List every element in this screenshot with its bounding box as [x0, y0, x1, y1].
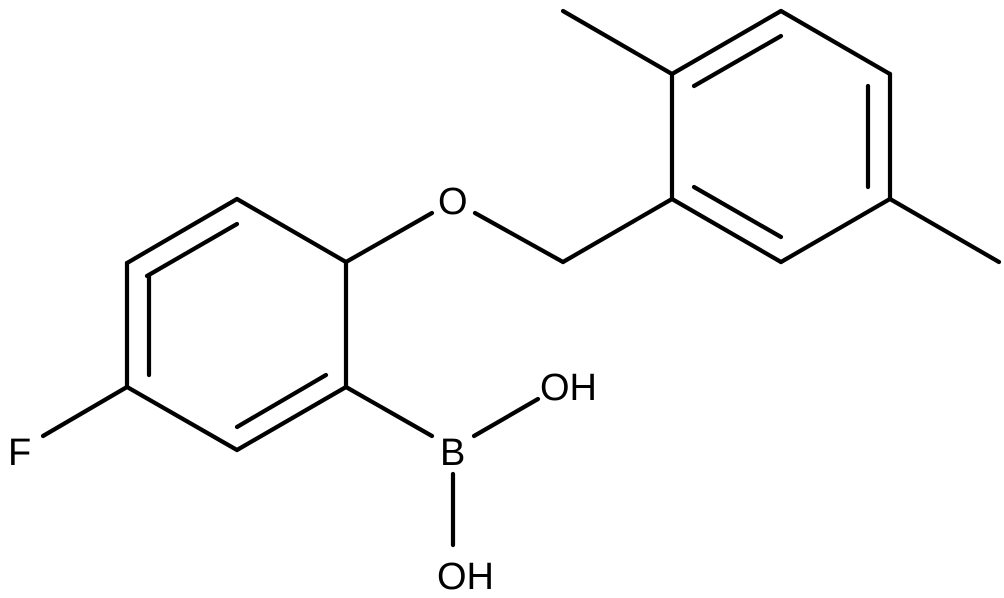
bond-r2-r3	[669, 8, 784, 77]
bond-b-oh-top	[471, 396, 541, 439]
bond-c4-c5-inner	[234, 372, 329, 430]
atom-label-hydroxyl-top: OH	[540, 367, 597, 409]
bond-c1-c2	[124, 196, 240, 266]
bond-r6-r1-inner	[691, 184, 784, 240]
bond-o-ch2	[472, 210, 566, 265]
atom-label-fluorine: F	[8, 432, 31, 474]
atom-label-boron: B	[440, 432, 465, 474]
bond-methyl-right	[887, 196, 1002, 265]
atom-label-hydroxyl-bottom: OH	[437, 556, 494, 598]
bond-methyl-top	[560, 8, 675, 77]
fluorophenyl-ring	[124, 196, 349, 453]
bond-ch2-c	[560, 196, 675, 265]
bond-r2-r3-inner	[691, 33, 784, 89]
atom-label-oxygen: O	[438, 181, 468, 223]
bond-r3-r4	[778, 8, 893, 77]
bond-r6-r1	[669, 196, 784, 265]
dimethylphenyl-ring	[669, 8, 893, 265]
bond-r5-r6	[778, 196, 893, 265]
bond-c-f	[40, 384, 130, 439]
bond-c1-c2-inner	[144, 221, 240, 279]
bond-c2-c3	[234, 196, 349, 265]
bond-c-o	[343, 210, 435, 265]
bond-c-b	[343, 384, 435, 439]
bond-c5-c6	[124, 384, 240, 453]
bond-c4-c5	[234, 384, 349, 453]
